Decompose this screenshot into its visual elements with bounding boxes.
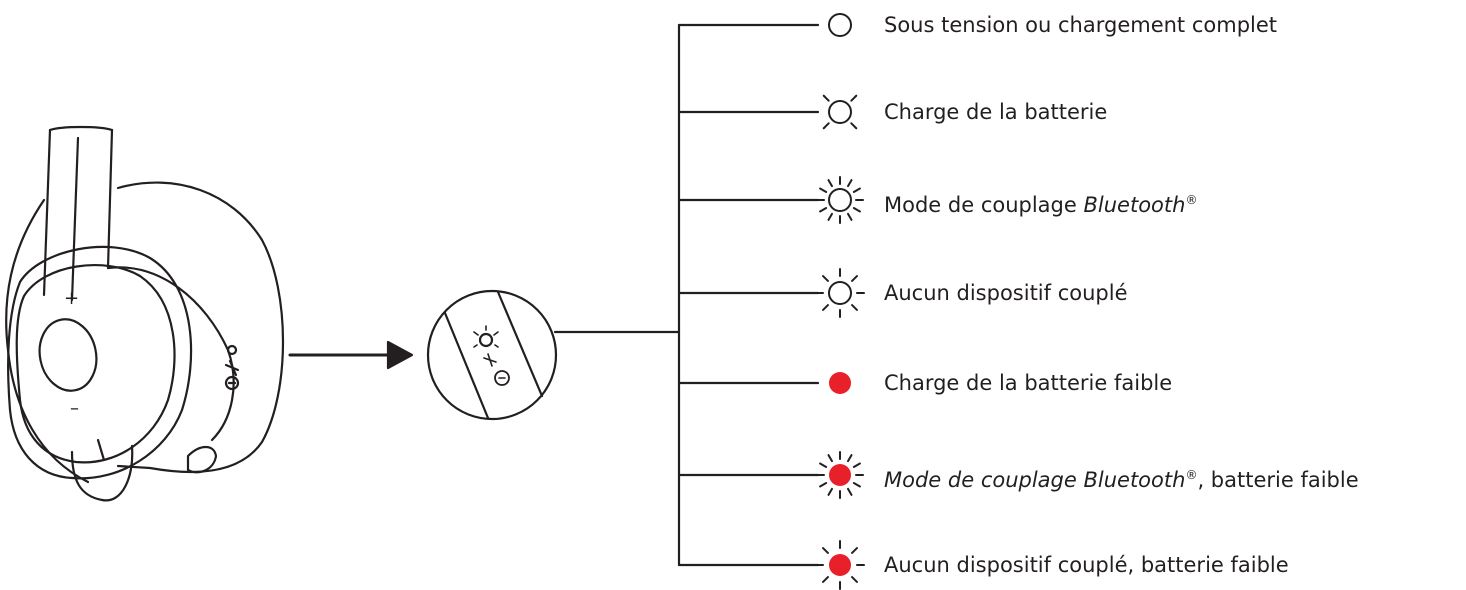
legend-text-part: , batterie faible <box>1197 468 1359 492</box>
control-plate-inner <box>15 264 176 464</box>
led-icon-on <box>828 13 852 37</box>
legend-text-part: Aucun dispositif couplé, batterie faible <box>884 553 1289 577</box>
headband-strip <box>42 128 52 297</box>
bluetooth-symbol <box>224 359 240 377</box>
cushion-inner-edge <box>106 266 235 442</box>
legend-label-low-battery: Charge de la batterie faible <box>884 370 1172 396</box>
legend-text-part: Mode de couplage <box>884 193 1084 217</box>
legend-text-part: Charge de la batterie <box>884 100 1108 124</box>
control-plate-outer <box>7 245 193 480</box>
legend-label-no-device-low: Aucun dispositif couplé, batterie faible <box>884 552 1289 578</box>
legend-label-pairing: Mode de couplage Bluetooth® <box>884 187 1197 218</box>
zoom-callout <box>426 289 558 421</box>
headband-strip <box>106 128 114 270</box>
legend-bracket <box>553 23 820 567</box>
legend-text-part: ® <box>1185 193 1198 207</box>
power-button <box>224 375 240 391</box>
legend-text-part: Sous tension ou chargement complet <box>884 13 1278 37</box>
side-port <box>186 445 218 474</box>
volume-button <box>38 318 98 392</box>
legend-label-pairing-low: Mode de couplage Bluetooth®, batterie fa… <box>884 462 1359 493</box>
led-icon-pairing <box>816 176 864 224</box>
headset-illustration <box>5 125 285 502</box>
legend-text-part: ® <box>1185 468 1198 482</box>
led-indicator <box>226 344 238 356</box>
led-icon-no-device <box>815 268 865 318</box>
legend-label-charging: Charge de la batterie <box>884 99 1107 125</box>
headband-strip <box>48 125 114 132</box>
boom-slot <box>96 438 106 462</box>
led-icons <box>815 13 865 590</box>
legend-label-on: Sous tension ou chargement complet <box>884 12 1277 38</box>
volume-plus-label: + <box>64 288 79 309</box>
ear-cushion <box>116 181 285 474</box>
volume-minus-label: – <box>70 398 79 419</box>
legend-text-part: Mode de couplage Bluetooth <box>884 468 1186 492</box>
arrow <box>288 340 414 370</box>
boom-arm <box>70 444 134 502</box>
legend-label-no-device: Aucun dispositif couplé <box>884 280 1128 306</box>
legend-text-part: Charge de la batterie faible <box>884 371 1173 395</box>
headband-strip <box>70 136 80 302</box>
led-icon-low-battery <box>829 372 851 394</box>
led-icon-charging <box>822 94 858 130</box>
led-icon-pairing-low <box>816 451 864 499</box>
legend-text-part: Aucun dispositif couplé <box>884 281 1128 305</box>
legend-text-part: Bluetooth <box>1083 193 1186 217</box>
led-icon-no-device-low <box>815 540 865 590</box>
